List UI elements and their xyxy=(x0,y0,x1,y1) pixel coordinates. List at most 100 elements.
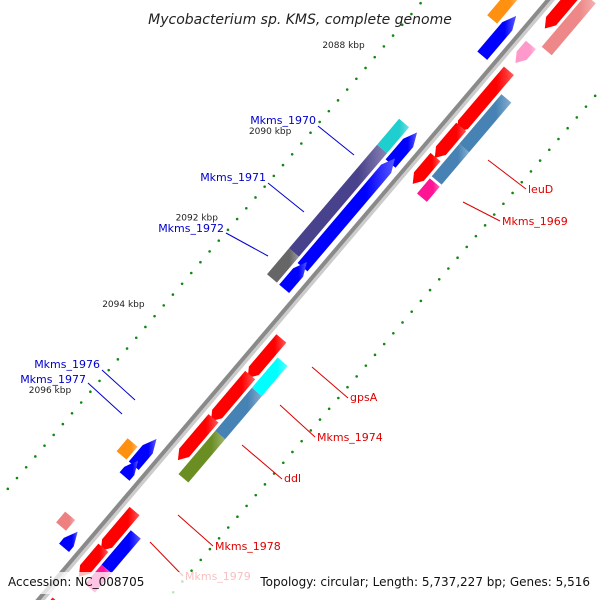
tick-minor xyxy=(346,385,349,389)
tick-minor xyxy=(382,342,386,346)
callout-line xyxy=(462,201,501,222)
tick-minor xyxy=(300,142,303,145)
tick-minor xyxy=(327,407,331,411)
tick-minor xyxy=(566,126,569,130)
tick-minor xyxy=(79,401,83,404)
gene-shading xyxy=(377,118,409,154)
tick-minor xyxy=(34,455,37,458)
tick-minor xyxy=(43,444,46,447)
callout-line xyxy=(487,159,527,190)
gene-shading xyxy=(417,178,440,202)
tick-minor xyxy=(254,196,257,199)
gene-shading xyxy=(100,506,140,551)
gene-shading xyxy=(215,387,262,440)
tick-minor xyxy=(437,277,441,281)
tick-minor xyxy=(162,304,166,307)
tick-minor xyxy=(235,217,239,221)
gene-shading xyxy=(247,334,287,379)
tick-minor xyxy=(474,234,478,238)
summary-text: Topology: circular; Length: 5,737,227 bp… xyxy=(259,575,590,589)
callout-line xyxy=(177,514,214,547)
tick-minor xyxy=(70,411,74,415)
tick-minor xyxy=(24,465,28,469)
tick-minor xyxy=(134,336,138,340)
callout-line xyxy=(267,182,305,213)
tick-minor xyxy=(337,396,340,400)
tick-minor xyxy=(52,433,55,437)
tick-minor xyxy=(89,390,92,394)
gene-label-Mkms_1976: Mkms_1976 xyxy=(34,358,100,371)
tick-minor xyxy=(144,325,147,329)
tick-minor xyxy=(199,260,202,264)
tick-minor xyxy=(447,267,450,270)
gene-label-Mkms_1978: Mkms_1978 xyxy=(215,540,281,553)
gene-shading xyxy=(515,40,536,63)
tick-minor xyxy=(189,271,193,275)
callout-line xyxy=(149,541,184,577)
tick-minor xyxy=(291,450,294,454)
tick-minor xyxy=(492,213,496,216)
tick-minor xyxy=(125,347,129,350)
gene-label-Mkms_1969: Mkms_1969 xyxy=(502,215,568,228)
callout-line xyxy=(101,369,136,401)
gene-shading xyxy=(101,530,141,574)
tick-minor xyxy=(281,461,285,465)
tick-minor xyxy=(520,180,524,184)
tick-minor xyxy=(6,487,10,491)
tick-label: 2092 kbp xyxy=(176,213,219,223)
tick-minor xyxy=(61,422,65,426)
tick-minor xyxy=(309,131,312,135)
tick-minor xyxy=(208,547,212,551)
tick-minor xyxy=(355,375,358,378)
tick-minor xyxy=(226,526,230,529)
gene-label-gpsA: gpsA xyxy=(350,391,378,404)
tick-minor xyxy=(290,153,294,156)
callouts-layer: Mkms_1970Mkms_1971Mkms_1972Mkms_1976Mkms… xyxy=(20,114,568,583)
gene-label-leuD: leuD xyxy=(528,183,553,196)
gene-shading xyxy=(541,0,596,56)
gene-shading xyxy=(431,143,470,185)
gene-shading xyxy=(477,16,517,60)
tick-minor xyxy=(236,515,239,519)
tick-minor xyxy=(199,558,203,562)
tick-minor xyxy=(373,55,377,59)
tick-minor xyxy=(364,364,368,367)
tick-minor xyxy=(511,191,514,195)
tick-minor xyxy=(208,250,211,253)
gene-label-Mkms_1977: Mkms_1977 xyxy=(20,373,86,386)
gene-shading xyxy=(251,357,288,397)
genes-layer xyxy=(50,0,596,600)
gene-shading xyxy=(178,430,226,483)
tick-minor xyxy=(575,116,579,119)
tick-minor xyxy=(336,99,340,102)
tick-minor xyxy=(373,353,377,357)
gene-shading xyxy=(78,543,109,577)
tick-minor xyxy=(410,310,413,313)
tick-minor xyxy=(263,185,266,188)
tick-minor xyxy=(15,476,19,480)
tick-minor xyxy=(245,504,248,508)
gene-shading xyxy=(412,152,441,184)
tick-minor xyxy=(272,174,276,178)
accession-backdrop xyxy=(0,572,260,594)
tick-minor xyxy=(327,109,331,113)
callout-line xyxy=(311,366,349,399)
tick-minor xyxy=(171,293,175,296)
tick-label: 2088 kbp xyxy=(322,41,365,51)
tick-minor xyxy=(318,120,321,124)
tick-minor xyxy=(428,288,432,292)
tick-minor xyxy=(547,148,551,152)
tick-minor xyxy=(300,439,303,443)
gene-shading xyxy=(385,132,417,168)
tick-minor xyxy=(318,418,322,421)
gene-label-Mkms_1971: Mkms_1971 xyxy=(200,171,266,184)
gene-shading xyxy=(119,460,139,481)
gene-shading xyxy=(297,158,395,272)
gene-shading xyxy=(544,0,578,29)
tick-minor xyxy=(226,228,230,232)
gene-shading xyxy=(116,438,138,460)
tick-minor xyxy=(309,429,313,432)
tick-minor xyxy=(254,493,258,497)
